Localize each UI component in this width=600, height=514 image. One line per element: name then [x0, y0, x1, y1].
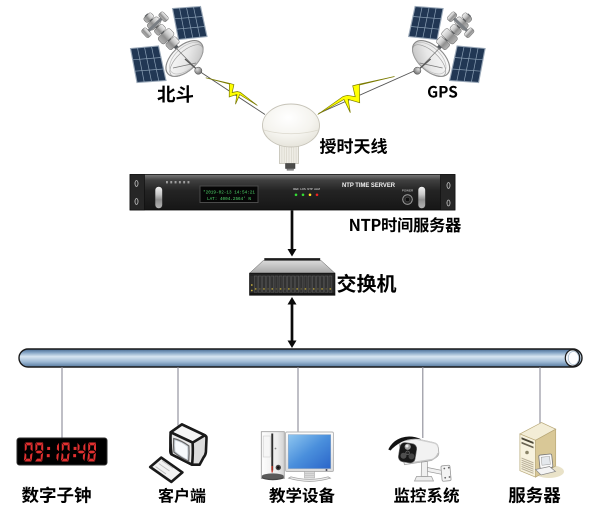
- svg-text:ALM: ALM: [314, 187, 320, 191]
- svg-text:LOS: LOS: [300, 187, 306, 191]
- svg-text:LAT: 4004.2564' N: LAT: 4004.2564' N: [207, 196, 251, 202]
- svg-text:REF: REF: [293, 187, 299, 191]
- svg-text:NTP: NTP: [307, 187, 313, 191]
- svg-text:*2019-02-13 14:54:21: *2019-02-13 14:54:21: [203, 190, 255, 196]
- svg-text:NTP TIME SERVER: NTP TIME SERVER: [342, 182, 395, 189]
- svg-text:POWER: POWER: [402, 189, 414, 193]
